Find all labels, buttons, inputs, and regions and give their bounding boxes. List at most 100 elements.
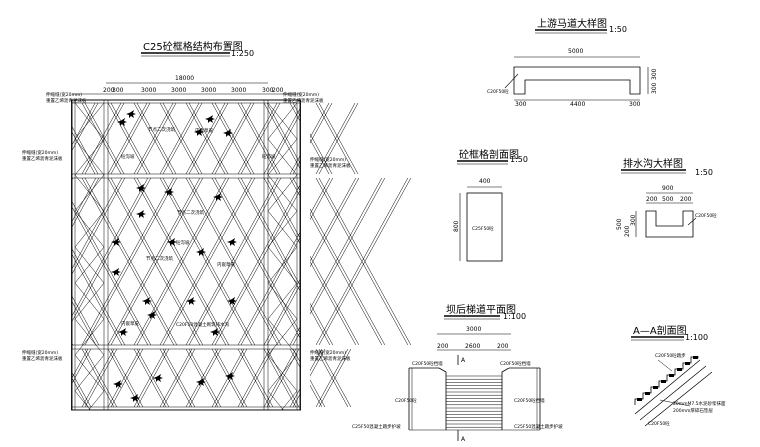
note-anchor-a-2: 节点二次浇筑 (146, 255, 173, 262)
aa-step-block (669, 374, 674, 377)
stair-section-mark-bottom: A (461, 436, 466, 443)
frame-diagonal (185, 348, 219, 408)
note-c20: C20F50混凝土砌筑排水沟 (176, 321, 230, 328)
aa-step-block (685, 362, 690, 365)
frame-diagonal (237, 348, 271, 408)
stair-note-left: C20F50砼挡墙 (412, 360, 443, 367)
walkway-dim-top: 5000 (568, 48, 583, 55)
frame-diagonal (162, 177, 256, 346)
plant-mark (210, 328, 220, 336)
side-diagonal (267, 174, 298, 212)
section-aa-steps (634, 356, 699, 407)
stair-note-side-l: C20F50砼 (395, 397, 417, 404)
frame-diagonal (240, 348, 274, 408)
frame-diagonal (188, 177, 282, 346)
section-aa: A—A剖面图 1:100 C20F50砼踏步 20mmM7.5水泥砂浆抹面 20… (631, 324, 726, 427)
top-dim-label: 200 (272, 87, 284, 94)
stair-dim-p2: 2600 (465, 343, 480, 350)
drain-detail: 排水沟大样图 1:50 900 200 500 200 500 200 300 … (616, 157, 717, 238)
frame-diagonal (84, 177, 178, 346)
note-joint-bottom-left: 伸缩缝(宽20mm) (22, 349, 58, 356)
side-diagonal (74, 138, 105, 176)
frame-diagonal (159, 177, 253, 346)
walkway-dim-bl: 300 (515, 101, 527, 108)
walkway-material: C20F50砼 (487, 88, 509, 95)
top-dim-label: 3000 (201, 87, 216, 94)
plant-mark (142, 297, 152, 305)
note-plant-1: 砼泻坡 (121, 153, 135, 160)
plant-mark (227, 238, 237, 246)
stair-plan: 坝后梯道平面图 1:100 3000 200 2600 200 A A C20F… (352, 303, 563, 443)
side-diagonal (74, 282, 105, 320)
plant-mark (167, 238, 177, 246)
frame-diagonal (107, 348, 141, 408)
top-dim-label: 300 (112, 87, 124, 94)
frame-diagonal (318, 177, 412, 346)
note-fill-bottom-left: 重置乙烯沥青泥沫板 (22, 355, 63, 362)
note-plant-3: 砼泻坡 (176, 239, 190, 246)
frame-diagonal (318, 102, 359, 175)
note-fill-top: 重置乙烯沥青泥沫板 (46, 97, 87, 104)
plant-mark (117, 118, 127, 126)
frame-diagonal (188, 348, 222, 408)
frame-diagonal (263, 348, 297, 408)
side-diagonal (74, 246, 105, 284)
drain-material: C20F50砼 (695, 212, 717, 219)
frame-diagonal (58, 177, 152, 346)
aa-note-mid: 20mmM7.5水泥砂浆抹面 (673, 400, 726, 407)
mask-left (0, 0, 72, 447)
side-diagonal (267, 246, 298, 284)
walkway-detail: 上游马道大样图 1:50 5000 300 4400 300 300 300 C… (487, 17, 658, 108)
frame-border-top (71, 99, 301, 411)
stair-note-bottom-r: C25F50混凝土踏步护坡 (514, 423, 563, 430)
note-joint-bottom-right: 伸缩缝(宽20mm) (310, 349, 346, 356)
note-fill-bottom-right: 重置乙烯沥青泥沫板 (310, 355, 351, 362)
aa-step-block (677, 368, 682, 371)
frame-diagonal (133, 177, 227, 346)
drain-dim-p2: 500 (662, 196, 674, 203)
top-dim-label: 300 (262, 87, 274, 94)
frame-dim-width: 400 (479, 178, 491, 185)
frame-section: 砼框格剖面图 1:50 400 800 C25F50砼 (453, 148, 528, 262)
frame-diagonal (240, 177, 334, 346)
note-anchor-b-3: 内嵌草皮 (217, 261, 235, 268)
drain-dim-lb: 200 (624, 225, 631, 237)
stair-note-side-r: C20F50砼挡墙 (514, 397, 545, 404)
side-diagonal (267, 318, 298, 356)
section-aa-scale: 1:100 (685, 333, 708, 342)
aa-step-block (661, 380, 666, 383)
drain-dim-lc: 300 (630, 214, 637, 226)
frame-diagonal (84, 348, 118, 408)
main-plan-scale: 1:250 (231, 49, 254, 58)
plant-mark (153, 374, 163, 382)
plant-mark (147, 311, 157, 319)
frame-section-scale: 1:50 (510, 155, 528, 164)
side-diagonal (74, 318, 105, 356)
aa-note-top: C20F50砼踏步 (655, 352, 686, 359)
aa-note-bot: C20F50砼 (648, 420, 670, 427)
aa-step-block (693, 356, 698, 359)
note-anchor-b: 内嵌草皮 (195, 127, 213, 134)
frame-diagonal (81, 177, 175, 346)
frame-dim-height: 800 (453, 220, 460, 232)
plant-mark (111, 238, 121, 246)
side-diagonal (74, 354, 105, 392)
plant-mark (186, 297, 196, 305)
stair-dim-p1: 200 (437, 343, 449, 350)
frame-diagonal (110, 177, 204, 346)
frame-diagonal (211, 348, 245, 408)
frame-diagonal (318, 348, 352, 408)
side-diagonal (267, 138, 298, 176)
note-fill-left: 重置乙烯沥青泥沫板 (22, 155, 63, 162)
walkway-dim-rb: 300 (651, 82, 658, 94)
top-dim-label: 3000 (141, 87, 156, 94)
frame-diagonal (185, 177, 279, 346)
walkway-dim-br: 300 (629, 101, 641, 108)
top-dim-label: 3000 (231, 87, 246, 94)
plant-mark (113, 380, 123, 388)
stair-scale: 1:100 (503, 312, 526, 321)
plant-mark (223, 129, 233, 137)
main-plan-title: C25砼框格结构布置图 (143, 40, 243, 53)
